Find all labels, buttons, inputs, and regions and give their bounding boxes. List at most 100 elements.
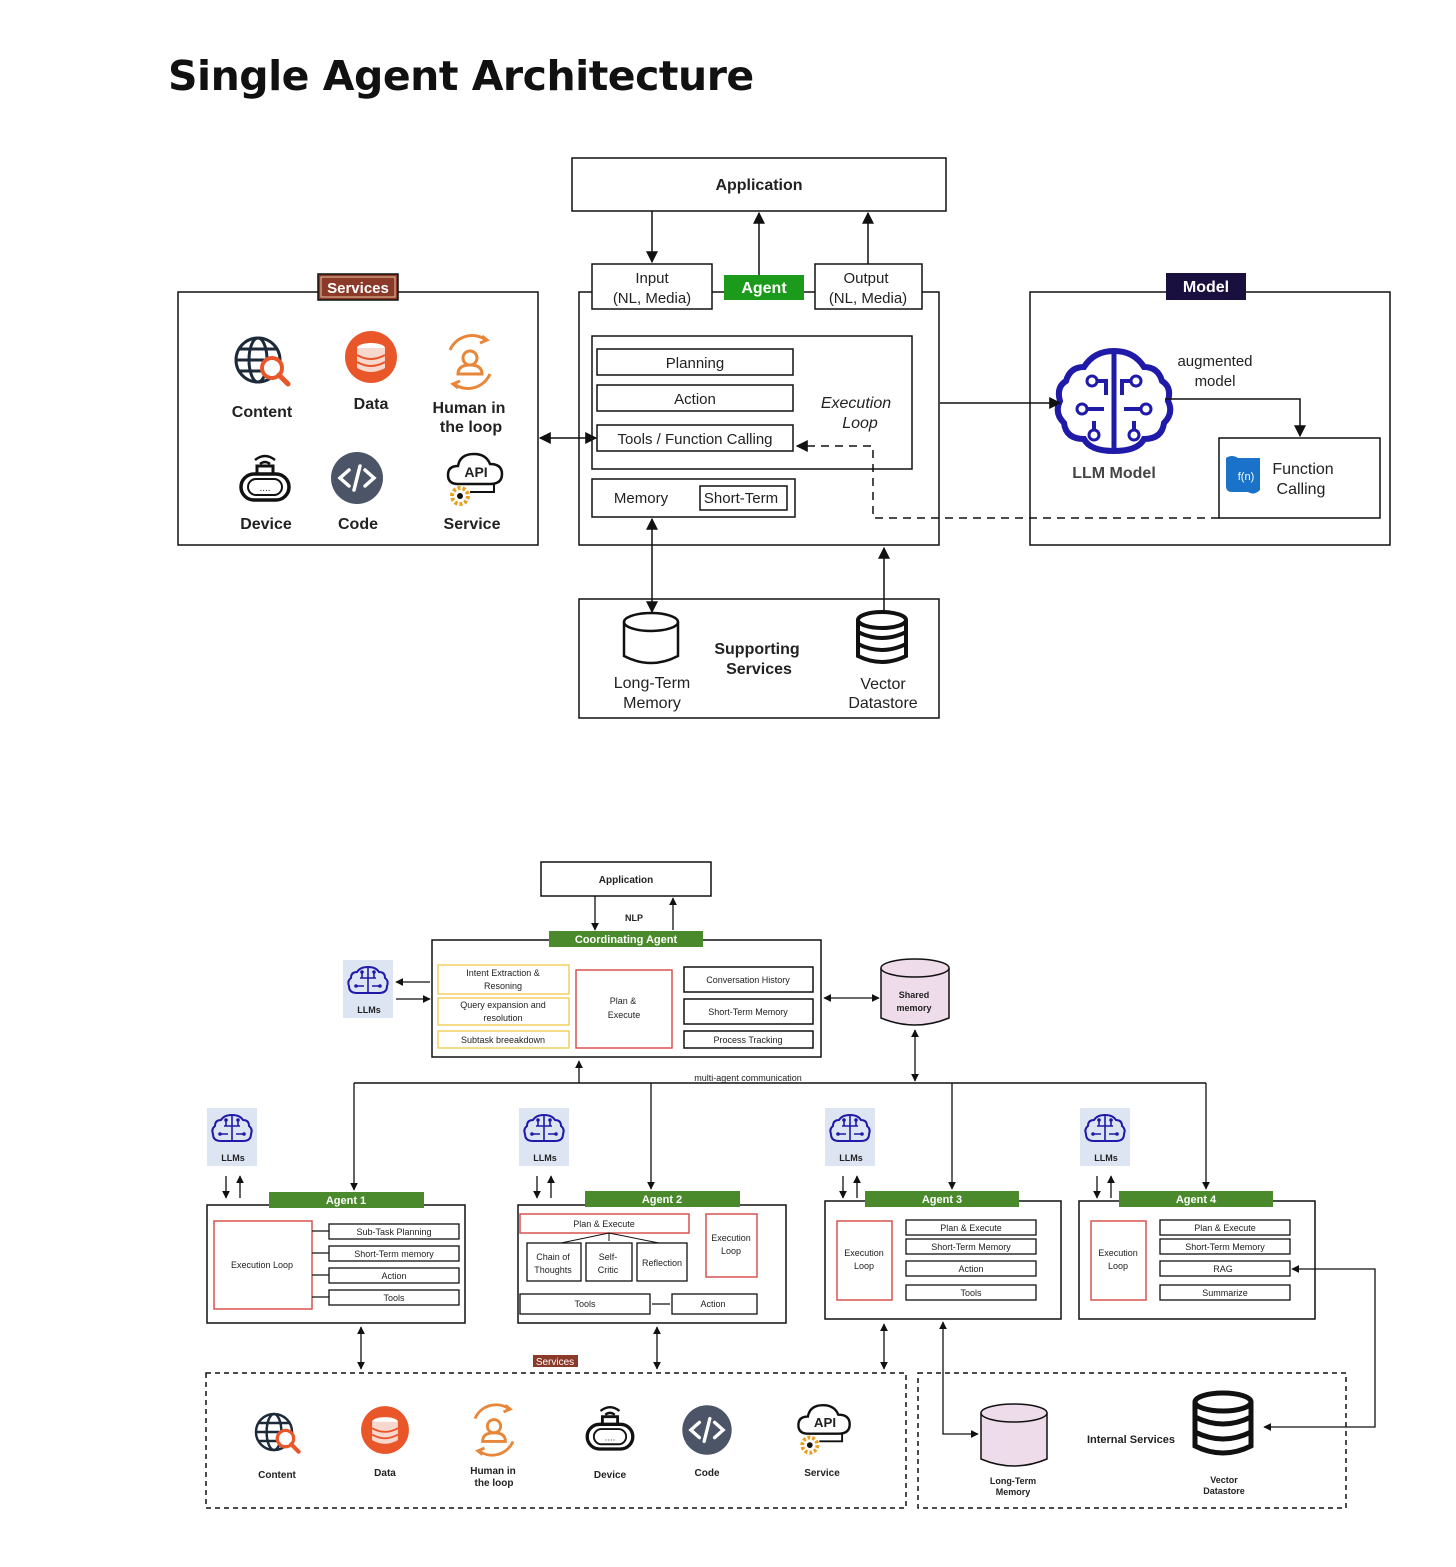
device-icon: [585, 1405, 635, 1451]
planning-label: Planning: [666, 355, 724, 372]
services-tag: Services: [327, 280, 389, 297]
agent4-item-3: RAG: [1213, 1264, 1233, 1274]
agent3-box: Agent 3 Execution Loop Plan & Execute Sh…: [824, 1191, 1062, 1320]
agent4-item-2: Short-Term Memory: [1185, 1242, 1265, 1252]
device-label: Device: [240, 516, 292, 533]
plan-execute-label: Plan &: [610, 996, 637, 1006]
agent2-plan-label: Plan & Execute: [573, 1219, 635, 1229]
execution-loop-box: Planning Action Tools / Function Calling…: [591, 335, 913, 470]
augmented-label: augmented: [1177, 353, 1252, 370]
arrow-agent3-longterm: [939, 1321, 979, 1438]
agent2-loop-label: Execution: [711, 1233, 751, 1243]
query-label: Query expansion and: [460, 1000, 546, 1010]
agent1-item-2: Short-Term memory: [354, 1249, 434, 1259]
agent4-loop-label-2: Loop: [1108, 1261, 1128, 1271]
input-box: Input (NL, Media): [591, 263, 713, 310]
nlp-label: NLP: [625, 913, 643, 923]
bottom-content-label: Content: [258, 1470, 296, 1481]
augmented-label-2: model: [1195, 373, 1236, 390]
application-box: Application: [571, 157, 947, 212]
agent1-llms-tile: LLMs: [207, 1108, 257, 1199]
agent2-cot-label: Chain of: [536, 1252, 570, 1262]
agent2-loop-label-2: Loop: [721, 1246, 741, 1256]
model-tag: Model: [1183, 279, 1229, 296]
model-box: Model LLM Model augmented model f(n) Fun…: [1029, 273, 1391, 546]
function-icon-text: f(n): [1238, 471, 1255, 483]
agent1-loop-label: Execution Loop: [231, 1260, 293, 1270]
agent1-item-1: Sub-Task Planning: [356, 1227, 431, 1237]
vector-datastore-icon: [1192, 1390, 1254, 1456]
bottom-data-label: Data: [374, 1468, 396, 1479]
multi-agent-label: multi-agent communication: [694, 1073, 802, 1083]
service-label: Service: [444, 516, 501, 533]
coordinating-agent-label: Coordinating Agent: [575, 934, 678, 946]
agent4-llms-label: LLMs: [1094, 1153, 1118, 1163]
agent1-item-4: Tools: [383, 1293, 405, 1303]
agent-tag-label: Agent: [741, 280, 787, 297]
application-label: Application: [715, 177, 802, 194]
arrow-llm-to-function: [1165, 398, 1306, 438]
long-term-label-2: Memory: [623, 695, 681, 712]
agent2-action-label: Action: [700, 1299, 725, 1309]
content-label: Content: [232, 404, 293, 421]
agent2-cot-label-2: Thoughts: [534, 1265, 572, 1275]
vector-datastore-icon: [856, 610, 908, 664]
intent-label-2: Resoning: [484, 981, 522, 991]
action-label: Action: [674, 391, 716, 408]
agent2-critic-label: Self-: [599, 1252, 618, 1262]
bottom-services-box: Services Content Data Human in the loop …: [205, 1355, 907, 1509]
agent2-box: Agent 2 Plan & Execute Chain of Thoughts…: [517, 1191, 787, 1324]
output-label: Output: [843, 270, 889, 287]
subtask-label: Subtask breeakdown: [461, 1035, 545, 1045]
bottom-code-label: Code: [695, 1468, 720, 1479]
api-service-icon: [796, 1403, 852, 1455]
long-term-label: Long-Term: [614, 675, 690, 692]
agent4-llms-tile: LLMs: [1080, 1108, 1130, 1199]
query-label-2: resolution: [483, 1013, 522, 1023]
agent2-llms-label: LLMs: [533, 1153, 557, 1163]
agent2-critic-label-2: Critic: [598, 1265, 619, 1275]
internal-services-label: Internal Services: [1087, 1434, 1175, 1446]
page-title: Single Agent Architecture: [168, 52, 754, 100]
data-label: Data: [354, 396, 389, 413]
arrow-agent4-vector: [1263, 1265, 1376, 1431]
globe-search-icon: [256, 1414, 299, 1452]
bottom-service-label: Service: [804, 1468, 840, 1479]
human-label-2: the loop: [440, 419, 502, 436]
function-calling-label: Function: [1272, 461, 1333, 478]
long-term-memory-icon: [622, 611, 680, 665]
bottom-vector-label-2: Datastore: [1203, 1486, 1245, 1496]
shared-memory-cylinder: Shared memory: [880, 958, 950, 1026]
bottom-long-term-label-2: Memory: [996, 1487, 1031, 1497]
database-icon: [344, 330, 398, 384]
tools-label: Tools / Function Calling: [617, 431, 772, 448]
agent3-llms-label: LLMs: [839, 1153, 863, 1163]
agent3-item-1: Plan & Execute: [940, 1223, 1002, 1233]
supporting-label-2: Services: [726, 661, 792, 678]
input-sublabel: (NL, Media): [613, 290, 691, 307]
human-label: Human in: [433, 400, 506, 417]
input-label: Input: [635, 270, 669, 287]
agent1-label: Agent 1: [326, 1195, 366, 1207]
bottom-vector-label: Vector: [1210, 1475, 1238, 1485]
conversation-history-label: Conversation History: [706, 975, 790, 985]
agent3-loop-label-2: Loop: [854, 1261, 874, 1271]
bottom-services-tag: Services: [536, 1357, 574, 1368]
plan-execute-label-2: Execute: [608, 1010, 641, 1020]
agent3-item-2: Short-Term Memory: [931, 1242, 1011, 1252]
dashed-function-return: [795, 440, 1219, 519]
bottom-long-term-label: Long-Term: [990, 1476, 1036, 1486]
agent4-loop-label: Execution: [1098, 1248, 1138, 1258]
agent-tag: Agent: [724, 275, 804, 300]
output-sublabel: (NL, Media): [829, 290, 907, 307]
execution-loop-label-2: Loop: [842, 415, 878, 432]
agent2-tools-label: Tools: [574, 1299, 596, 1309]
bottom-application-box: Application: [540, 861, 712, 897]
agent3-llms-tile: LLMs: [825, 1108, 875, 1199]
code-icon: [680, 1403, 734, 1457]
llm-model-label: LLM Model: [1072, 465, 1156, 482]
function-calling-label-2: Calling: [1277, 481, 1326, 498]
function-icon: f(n): [1226, 456, 1260, 494]
vector-label: Vector: [860, 676, 906, 693]
